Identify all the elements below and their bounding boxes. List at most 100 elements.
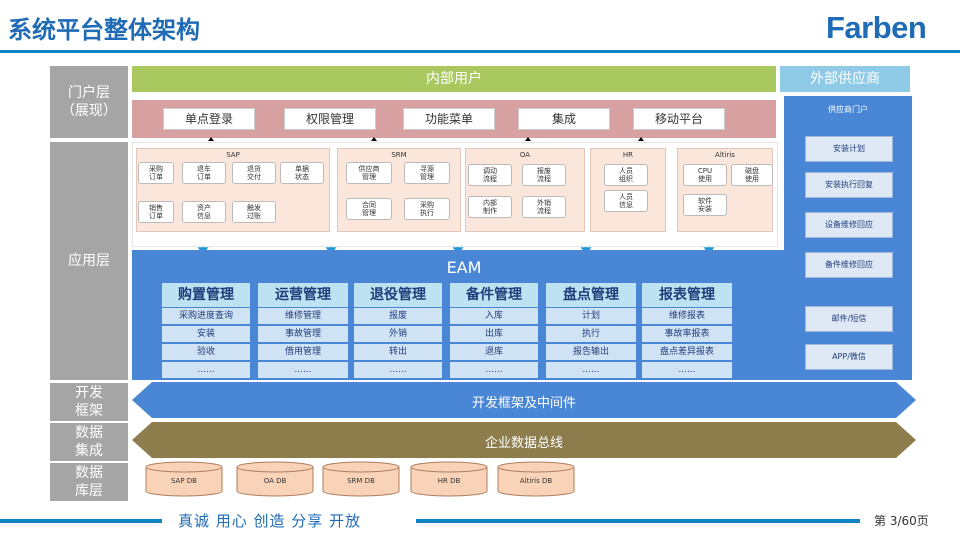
module-item: 借用管理 [258, 344, 348, 360]
altiris-item: 软件 安装 [683, 194, 727, 216]
system-box-altiris [677, 148, 773, 232]
db-cylinder-sap [145, 461, 223, 497]
module-item: 计划 [546, 308, 636, 324]
footer-line-right [416, 519, 860, 523]
portal-button-menu: 功能菜单 [403, 108, 495, 130]
module-item: 报告输出 [546, 344, 636, 360]
layer-label-app: 应用层 [50, 142, 128, 380]
data-bus-label: 企业数据总线 [484, 436, 563, 451]
system-title-altiris: Altiris [715, 151, 735, 159]
sap-item: 退车 订单 [182, 162, 226, 184]
module-item: ...... [546, 362, 636, 378]
srm-item: 寻源 管理 [404, 162, 450, 184]
supplier-item: 安装执行回复 [805, 172, 893, 198]
supplier-item: 设备维修回应 [805, 212, 893, 238]
dev-framework-label: 开发框架及中间件 [471, 396, 576, 411]
layer-label-dev: 开发 框架 [50, 383, 128, 421]
db-label: HR DB [437, 477, 461, 485]
module-item: 事故率报表 [642, 326, 732, 342]
module-item: 验收 [162, 344, 250, 360]
srm-item: 采购 执行 [404, 198, 450, 220]
system-title-oa: OA [519, 151, 531, 159]
header-divider [0, 50, 960, 53]
footer-slogan: 真诚 用心 创造 分享 开放 [178, 512, 362, 530]
oa-item: 报废 流程 [522, 164, 566, 186]
module-item: ...... [354, 362, 442, 378]
altiris-item: 磁盘 使用 [731, 164, 773, 186]
hr-item: 人员 组织 [604, 164, 648, 186]
portal-button-permission: 权限管理 [284, 108, 376, 130]
system-box-oa [465, 148, 585, 232]
module-item: 入库 [450, 308, 538, 324]
sap-item: 触发 过账 [232, 201, 276, 223]
sap-item: 资产 信息 [182, 201, 226, 223]
portal-button-sso: 单点登录 [163, 108, 255, 130]
farben-logo: Farben [826, 10, 927, 45]
db-label: SRM DB [347, 477, 375, 485]
data-bus-band [132, 422, 916, 458]
module-item: ...... [642, 362, 732, 378]
external-supplier-band: 外部供应商 [780, 66, 910, 92]
system-title-sap: SAP [226, 151, 240, 159]
supplier-item: 安装计划 [805, 136, 893, 162]
supplier-portal-title: 供应商门户 [828, 105, 868, 114]
module-header-retire: 退役管理 [354, 283, 442, 307]
module-item: 退库 [450, 344, 538, 360]
page-title: 系统平台整体架构 [8, 16, 200, 44]
module-item: 采购进度查询 [162, 308, 250, 324]
module-item: 维修管理 [258, 308, 348, 324]
module-header-report: 报表管理 [642, 283, 732, 307]
module-item: 维修报表 [642, 308, 732, 324]
system-title-srm: SRM [391, 151, 407, 159]
module-item: 外销 [354, 326, 442, 342]
portal-button-mobile: 移动平台 [633, 108, 725, 130]
supplier-item: APP/微信 [805, 344, 893, 370]
db-cylinder-hr [410, 461, 488, 497]
layer-label-portal: 门户层 （展现） [50, 66, 128, 138]
module-item: 转出 [354, 344, 442, 360]
system-title-hr: HR [622, 151, 634, 159]
module-item: 报废 [354, 308, 442, 324]
db-label: SAP DB [170, 477, 197, 485]
layer-label-db: 数据 库层 [50, 463, 128, 501]
supplier-item: 邮件/短信 [805, 306, 893, 332]
module-item: ...... [450, 362, 538, 378]
layer-label-data-integration: 数据 集成 [50, 423, 128, 461]
module-item: 事故管理 [258, 326, 348, 342]
eam-title: EAM [446, 258, 482, 277]
altiris-item: CPU 使用 [683, 164, 727, 186]
page-number: 第 3/60页 [874, 514, 929, 528]
module-item: 盘点差异报表 [642, 344, 732, 360]
module-item: ...... [162, 362, 250, 378]
oa-item: 调动 流程 [468, 164, 512, 186]
module-item: 安装 [162, 326, 250, 342]
srm-item: 合同 管理 [346, 198, 392, 220]
sap-item: 采购 订单 [138, 162, 174, 184]
db-cylinder-altiris [497, 461, 575, 497]
hr-item: 人员 信息 [604, 190, 648, 212]
srm-item: 供应商 管理 [346, 162, 392, 184]
oa-item: 外销 流程 [522, 196, 566, 218]
dev-framework-band [132, 382, 916, 418]
db-label: Altiris DB [519, 477, 553, 485]
module-item: ...... [258, 362, 348, 378]
module-header-purchase: 购置管理 [162, 283, 250, 307]
portal-button-integration: 集成 [518, 108, 610, 130]
db-label: OA DB [263, 477, 287, 485]
sap-item: 单据 状态 [280, 162, 324, 184]
module-header-operation: 运营管理 [258, 283, 348, 307]
module-header-inventory: 盘点管理 [546, 283, 636, 307]
db-cylinder-oa [236, 461, 314, 497]
sap-item: 销售 订单 [138, 201, 174, 223]
footer-line-left [0, 519, 162, 523]
sap-item: 退货 交付 [232, 162, 276, 184]
internal-users-band: 内部用户 [132, 66, 776, 92]
module-item: 出库 [450, 326, 538, 342]
supplier-item: 备件维修回应 [805, 252, 893, 278]
oa-item: 内部 制作 [468, 196, 512, 218]
db-cylinder-srm [322, 461, 400, 497]
module-item: 执行 [546, 326, 636, 342]
module-header-spare: 备件管理 [450, 283, 538, 307]
